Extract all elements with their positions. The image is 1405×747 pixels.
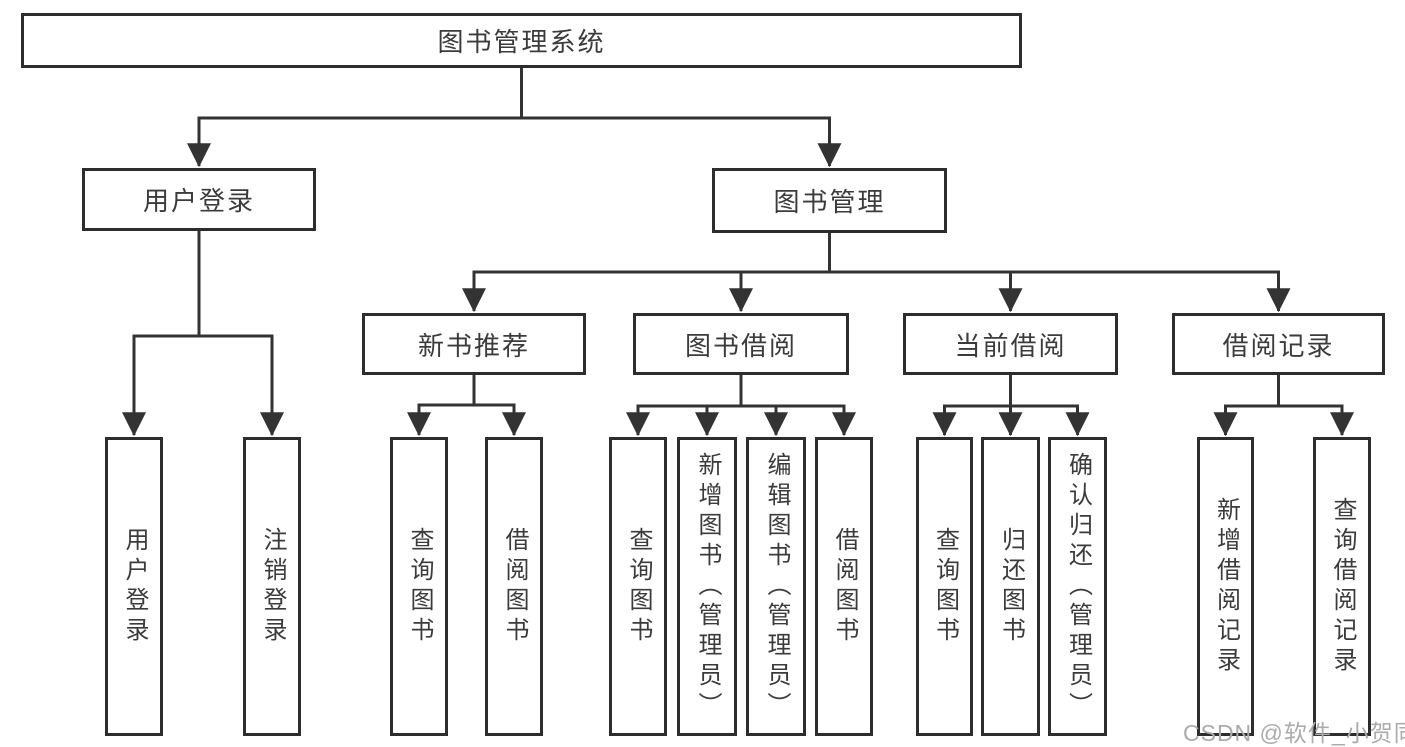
leaf-records-query-record: 查询借阅记录 bbox=[1313, 437, 1371, 736]
node-current-borrow-label: 当前借阅 bbox=[954, 330, 1067, 361]
leaf-current-return-books: 归还图书 bbox=[981, 437, 1040, 736]
leaf-recommend-query-books-label: 查询图书 bbox=[406, 526, 433, 647]
node-book-borrow: 图书借阅 bbox=[633, 313, 849, 375]
leaf-records-query-record-label: 查询借阅记录 bbox=[1329, 496, 1356, 677]
leaf-current-query-books: 查询图书 bbox=[916, 437, 973, 736]
node-book-management-label: 图书管理 bbox=[773, 187, 886, 217]
watermark: CSDN @软件_小贺同学 bbox=[1183, 720, 1405, 746]
leaf-borrow-query-books: 查询图书 bbox=[609, 437, 667, 736]
leaf-borrow-add-books-admin-label: 新增图书（管理员） bbox=[694, 451, 721, 722]
leaf-user-login-label: 用户登录 bbox=[121, 526, 148, 647]
node-user-login-label: 用户登录 bbox=[142, 186, 255, 216]
node-root: 图书管理系统 bbox=[21, 13, 1022, 68]
leaf-borrow-borrow-books: 借阅图书 bbox=[815, 437, 873, 736]
node-root-label: 图书管理系统 bbox=[437, 27, 606, 57]
node-user-login: 用户登录 bbox=[82, 168, 316, 231]
node-new-book-recommend: 新书推荐 bbox=[362, 313, 586, 375]
leaf-borrow-borrow-books-label: 借阅图书 bbox=[831, 526, 858, 647]
leaf-records-add-record: 新增借阅记录 bbox=[1197, 437, 1254, 736]
leaf-borrow-edit-books-admin-label: 编辑图书（管理员） bbox=[763, 451, 790, 722]
leaf-recommend-borrow-books: 借阅图书 bbox=[485, 437, 543, 736]
leaf-recommend-borrow-books-label: 借阅图书 bbox=[501, 526, 528, 647]
leaf-current-return-books-label: 归还图书 bbox=[997, 526, 1025, 647]
node-borrow-records: 借阅记录 bbox=[1172, 313, 1385, 375]
leaf-borrow-query-books-label: 查询图书 bbox=[625, 526, 652, 647]
node-borrow-records-label: 借阅记录 bbox=[1222, 330, 1335, 361]
node-new-book-recommend-label: 新书推荐 bbox=[417, 330, 530, 361]
leaf-logout-label: 注销登录 bbox=[259, 526, 286, 647]
leaf-current-confirm-return-admin-label: 确认归还（管理员） bbox=[1064, 451, 1092, 722]
leaf-borrow-add-books-admin: 新增图书（管理员） bbox=[677, 437, 737, 736]
node-book-borrow-label: 图书借阅 bbox=[684, 330, 797, 361]
node-book-management: 图书管理 bbox=[712, 168, 947, 233]
leaf-current-confirm-return-admin: 确认归还（管理员） bbox=[1048, 437, 1107, 736]
leaf-borrow-edit-books-admin: 编辑图书（管理员） bbox=[746, 437, 806, 736]
leaf-records-add-record-label: 新增借阅记录 bbox=[1212, 496, 1240, 677]
leaf-recommend-query-books: 查询图书 bbox=[390, 437, 448, 736]
leaf-user-login: 用户登录 bbox=[105, 437, 163, 736]
node-current-borrow: 当前借阅 bbox=[903, 313, 1118, 375]
leaf-current-query-books-label: 查询图书 bbox=[931, 526, 959, 647]
leaf-logout: 注销登录 bbox=[243, 437, 301, 736]
